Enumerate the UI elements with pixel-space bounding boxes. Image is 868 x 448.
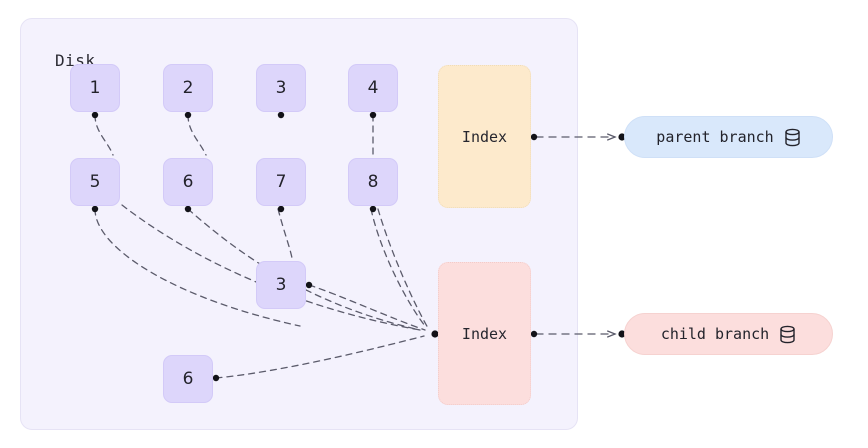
page-node[interactable]: 8 bbox=[348, 158, 398, 206]
child-branch-pill[interactable]: child branch bbox=[624, 313, 833, 355]
page-node[interactable]: 6 bbox=[163, 355, 213, 403]
index-node-parent[interactable]: Index bbox=[438, 65, 531, 208]
page-node[interactable]: 5 bbox=[70, 158, 120, 206]
page-node[interactable]: 4 bbox=[348, 64, 398, 112]
page-node[interactable]: 3 bbox=[256, 261, 306, 309]
page-node[interactable]: 2 bbox=[163, 64, 213, 112]
parent-branch-label: parent branch bbox=[656, 128, 774, 146]
database-icon bbox=[784, 128, 801, 147]
parent-branch-pill[interactable]: parent branch bbox=[624, 116, 833, 158]
page-node[interactable]: 1 bbox=[70, 64, 120, 112]
database-icon bbox=[779, 325, 796, 344]
page-node[interactable]: 6 bbox=[163, 158, 213, 206]
page-node[interactable]: 3 bbox=[256, 64, 306, 112]
page-node[interactable]: 7 bbox=[256, 158, 306, 206]
index-node-child[interactable]: Index bbox=[438, 262, 531, 405]
child-branch-label: child branch bbox=[660, 325, 770, 343]
